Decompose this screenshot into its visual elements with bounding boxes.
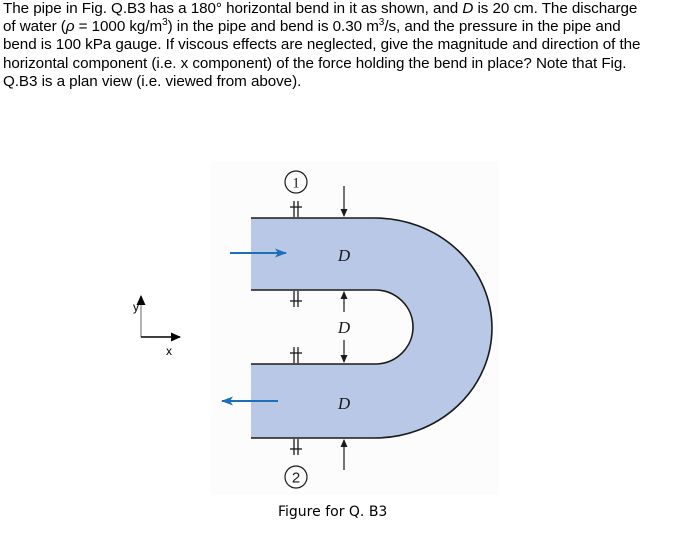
section-1-label: 1 bbox=[292, 176, 300, 192]
question-line-2: of water (ρ = 1000 kg/m3) in the pipe an… bbox=[3, 17, 621, 36]
question-line-1: The pipe in Fig. Q.B3 has a 180° horizon… bbox=[3, 0, 638, 17]
pipe-bend bbox=[251, 218, 492, 438]
section-2-marker bbox=[284, 465, 308, 489]
diameter-label-bottom: D bbox=[337, 394, 351, 413]
section-1-flange-icon bbox=[290, 201, 302, 307]
xy-axes-icon bbox=[136, 295, 181, 342]
figure-caption: Figure for Q. B3 bbox=[278, 504, 388, 520]
question-line-4: horizontal component (i.e. x component) … bbox=[3, 54, 627, 72]
section-2-flange-icon bbox=[290, 347, 302, 455]
y-axis-label: y bbox=[133, 300, 139, 314]
inner-wall bbox=[251, 289, 414, 365]
question-line-5: Q.B3 is a plan view (i.e. viewed from ab… bbox=[3, 72, 302, 90]
outer-wall bbox=[251, 217, 493, 439]
question-line-3: bend is 100 kPa gauge. If viscous effect… bbox=[3, 36, 641, 54]
diameter-label-middle: D bbox=[337, 318, 351, 337]
section-1-marker bbox=[284, 170, 308, 194]
section-2-label: 2 bbox=[292, 470, 300, 487]
diameter-label-top: D bbox=[337, 246, 351, 265]
x-axis-label: x bbox=[166, 344, 172, 358]
question-text: The pipe in Fig. Q.B3 has a 180° horizon… bbox=[3, 0, 695, 91]
